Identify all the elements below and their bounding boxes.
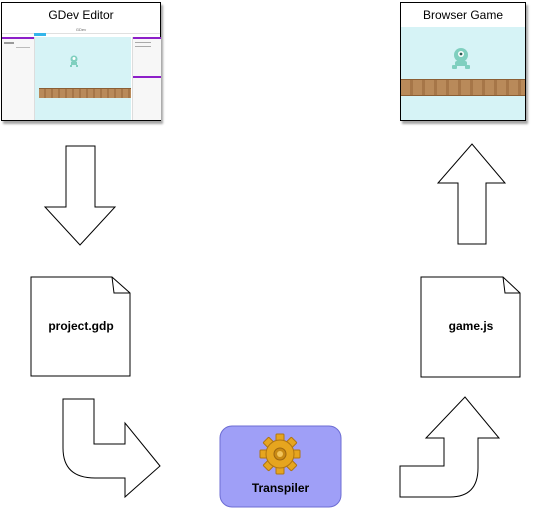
game-viewport [401, 27, 525, 120]
editor-right-panel [132, 37, 161, 120]
editor-inner-title: GDev [2, 27, 160, 34]
editor-scene-preview [35, 37, 131, 120]
project-file-fold [111, 276, 130, 294]
transpiler-box: Transpiler [220, 426, 341, 507]
editor-left-panel-header [2, 37, 34, 39]
editor-screenshot: GDev [2, 27, 161, 120]
editor-ground-platform [39, 88, 131, 98]
gear-icon [259, 433, 301, 475]
output-file: game.js [421, 277, 521, 377]
project-file-shape [30, 276, 131, 377]
editor-right-panel-header-2 [133, 76, 161, 78]
output-file-shape [420, 276, 521, 378]
editor-left-panel [2, 37, 35, 120]
arrow-down-icon [43, 145, 117, 246]
editor-window: GDev Editor GDev [1, 2, 161, 121]
editor-tab[interactable] [34, 33, 46, 36]
alien-character-icon [70, 55, 78, 67]
game-ground-platform [401, 79, 525, 96]
project-file: project.gdp [31, 277, 131, 377]
bent-arrow-up-icon [399, 396, 501, 498]
project-file-label: project.gdp [48, 319, 114, 333]
output-file-label: game.js [448, 319, 494, 333]
arrow-up-icon [436, 143, 507, 245]
browser-window: Browser Game [400, 2, 526, 121]
output-file-fold [502, 276, 520, 294]
alien-character-icon [452, 48, 470, 69]
bent-arrow-right-icon [62, 398, 161, 499]
transpiler-label: Transpiler [251, 481, 310, 495]
editor-right-panel-header [133, 37, 161, 39]
